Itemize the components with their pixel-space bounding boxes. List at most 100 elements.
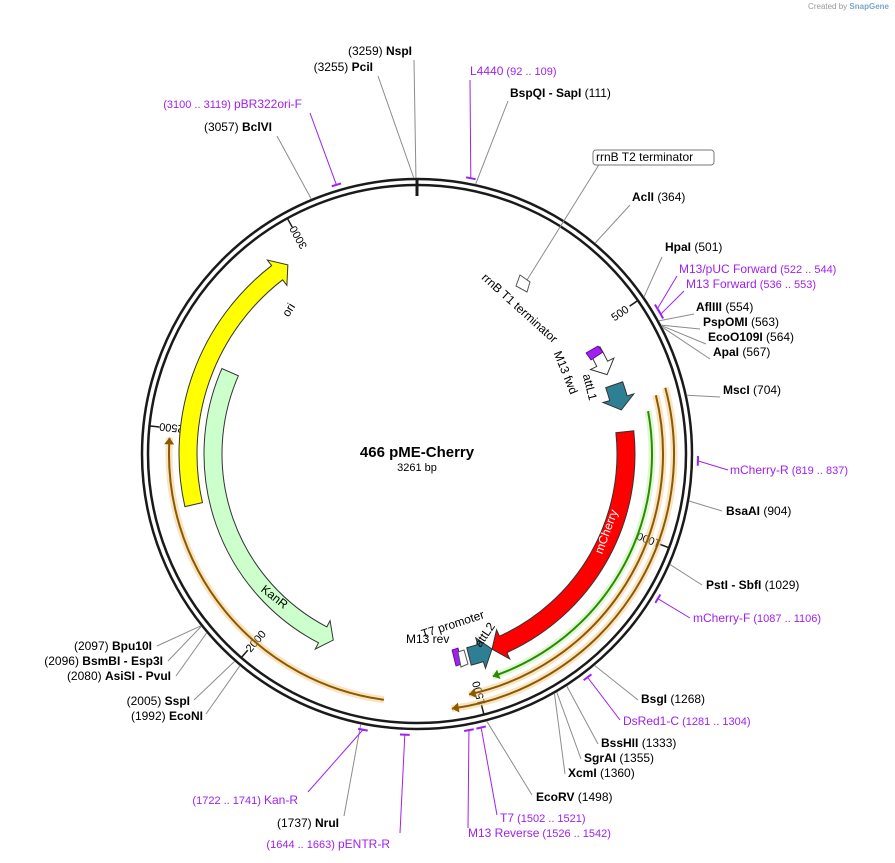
site-leader-bsshii	[566, 685, 599, 745]
orange-track-3	[168, 437, 385, 701]
primer-range-mcherry-f: (1087 .. 1106)	[750, 613, 821, 625]
site-leader-pcii	[377, 75, 415, 179]
rrnbt2-box	[592, 149, 715, 166]
ruler-tick-2000	[241, 649, 249, 658]
site-name-bsaai: BsaAI	[726, 504, 760, 518]
site-name-pcii: PciI	[352, 60, 373, 74]
plasmid-name: 466 pME-Cherry	[360, 444, 475, 461]
orange-track-2-head	[451, 702, 460, 713]
feature-kanr	[203, 367, 334, 651]
feature-ori	[178, 259, 289, 508]
site-label-bspqi-sapi: BspQI - SapI (111)	[510, 86, 611, 100]
primer-mark-m13-forward	[657, 309, 665, 319]
site-num-bpu10i: (2097)	[74, 639, 112, 653]
primer-label-m13-reverse: M13 Reverse (1526 .. 1542)	[468, 826, 611, 840]
site-label-asisi-pvui: (2080) AsiSI - PvuI	[67, 669, 171, 683]
primer-range-pentr-r: (1644 .. 1663)	[266, 839, 338, 851]
primer-range-mcherry-r: (819 .. 837)	[789, 465, 848, 477]
primer-mark-t7	[476, 725, 487, 730]
site-label-apai: ApaI (567)	[713, 345, 770, 359]
site-label-acli: AclI (364)	[632, 190, 685, 204]
label-m13fwd: M13 fwd	[551, 349, 581, 396]
primer-name-l4440: L4440	[470, 64, 504, 78]
site-num-bspqi-sapi: (111)	[581, 86, 611, 100]
primer-leader-pbr322ori-f	[309, 112, 337, 185]
site-leader-xcmi	[553, 693, 566, 775]
site-leader-bpu10i	[156, 625, 202, 647]
primer-label-pentr-r: (1644 .. 1663) pENTR-R	[266, 837, 390, 851]
site-name-ecoo109i: EcoO109I	[708, 330, 763, 344]
site-leader-ecorv	[486, 720, 533, 796]
ruler-tick-1500	[480, 704, 485, 714]
site-num-msci: (704)	[750, 383, 781, 397]
primer-name-pentr-r: pENTR-R	[338, 837, 390, 851]
site-num-ecoo109i: (564)	[763, 330, 794, 344]
site-label-sspi: (2005) SspI	[127, 694, 190, 708]
orange-track-1	[468, 394, 664, 696]
primer-label-dsred1-c: DsRed1-C (1281 .. 1304)	[623, 714, 751, 728]
primer-name-kan-r: Kan-R	[264, 793, 298, 807]
plasmid-length: 3261 bp	[397, 462, 437, 474]
site-num-nrui: (1737)	[277, 816, 315, 830]
site-name-pspomi: PspOMI	[703, 315, 748, 329]
site-name-xcmi: XcmI	[568, 766, 597, 780]
site-leader-pspomi	[660, 324, 701, 330]
primer-name-dsred1-c: DsRed1-C	[623, 714, 679, 728]
site-label-nspi: (3259) NspI	[348, 44, 412, 58]
site-leader-bsmbi-esp3i	[167, 625, 202, 662]
site-name-sspi: SspI	[165, 694, 190, 708]
site-leader-ecoo109i	[661, 325, 707, 345]
site-label-afliii: AflIII (554)	[696, 300, 753, 314]
site-name-hpai: HpaI	[665, 240, 691, 254]
site-num-xcmi: (1360)	[597, 766, 635, 780]
orange-track-1-head	[468, 688, 477, 698]
site-name-bpu10i: Bpu10I	[112, 639, 152, 653]
site-label-pspomi: PspOMI (563)	[703, 315, 779, 329]
primer-mark-mcherry-f	[654, 593, 662, 604]
primer-name-m13-forward: M13 Forward	[686, 277, 757, 291]
primer-leader-pentr-r	[399, 734, 406, 834]
site-label-bclvi: (3057) BclVI	[204, 120, 272, 134]
site-label-xcmi: XcmI (1360)	[568, 766, 635, 780]
primer-mark-kan-r	[357, 727, 368, 732]
site-num-bsaai: (904)	[760, 504, 791, 518]
site-num-acli: (364)	[654, 190, 685, 204]
site-num-nspi: (3259)	[348, 44, 386, 58]
orange-track-2	[451, 387, 675, 710]
site-num-bclvi: (3057)	[204, 120, 242, 134]
site-num-bsgi: (1268)	[667, 692, 705, 706]
primer-name-m13-puc-forward: M13/pUC Forward	[679, 262, 777, 276]
site-num-econi: (1992)	[131, 709, 169, 723]
green-track	[492, 410, 653, 678]
primer-leader-mcherry-f	[657, 598, 691, 619]
site-num-sgrai: (1355)	[616, 751, 654, 765]
primer-leader-m13-puc-forward	[657, 275, 678, 309]
site-name-bsmbi-esp3i: BsmBI - Esp3I	[82, 654, 163, 668]
site-leader-apai	[661, 326, 711, 360]
primer-label-t7: T7 (1502 .. 1521)	[500, 811, 586, 825]
primer-leader-t7	[480, 727, 498, 816]
site-label-msci: MscI (704)	[723, 383, 781, 397]
rrnbt2-leader	[526, 162, 601, 281]
site-label-bsaai: BsaAI (904)	[726, 504, 791, 518]
site-num-bsmbi-esp3i: (2096)	[44, 654, 82, 668]
primer-label-kan-r: (1722 .. 1741) Kan-R	[192, 793, 298, 807]
site-name-acli: AclI	[632, 190, 654, 204]
credit-prefix: Created by	[808, 2, 848, 11]
primer-range-kan-r: (1722 .. 1741)	[192, 795, 264, 807]
site-label-ecoo109i: EcoO109I (564)	[708, 330, 794, 344]
m13fwd-marker	[585, 345, 604, 361]
site-name-psti-sbfi: PstI - SbfI	[706, 578, 761, 592]
ruler-label-500: 500	[609, 304, 631, 324]
site-num-apai: (567)	[739, 345, 770, 359]
site-num-pspomi: (563)	[748, 315, 779, 329]
label-ori: ori	[279, 301, 298, 320]
site-name-msci: MscI	[723, 383, 750, 397]
site-label-nrui: (1737) NruI	[277, 816, 339, 830]
ruler-label-2500: 2500	[159, 420, 185, 434]
rrnbt2-marker	[515, 274, 531, 293]
primer-mark-dsred1-c	[583, 673, 593, 682]
site-label-bsmbi-esp3i: (2096) BsmBI - Esp3I	[44, 654, 163, 668]
primer-name-pbr322ori-f: pBR322ori-F	[234, 97, 302, 111]
primer-name-m13-reverse: M13 Reverse	[468, 826, 540, 840]
